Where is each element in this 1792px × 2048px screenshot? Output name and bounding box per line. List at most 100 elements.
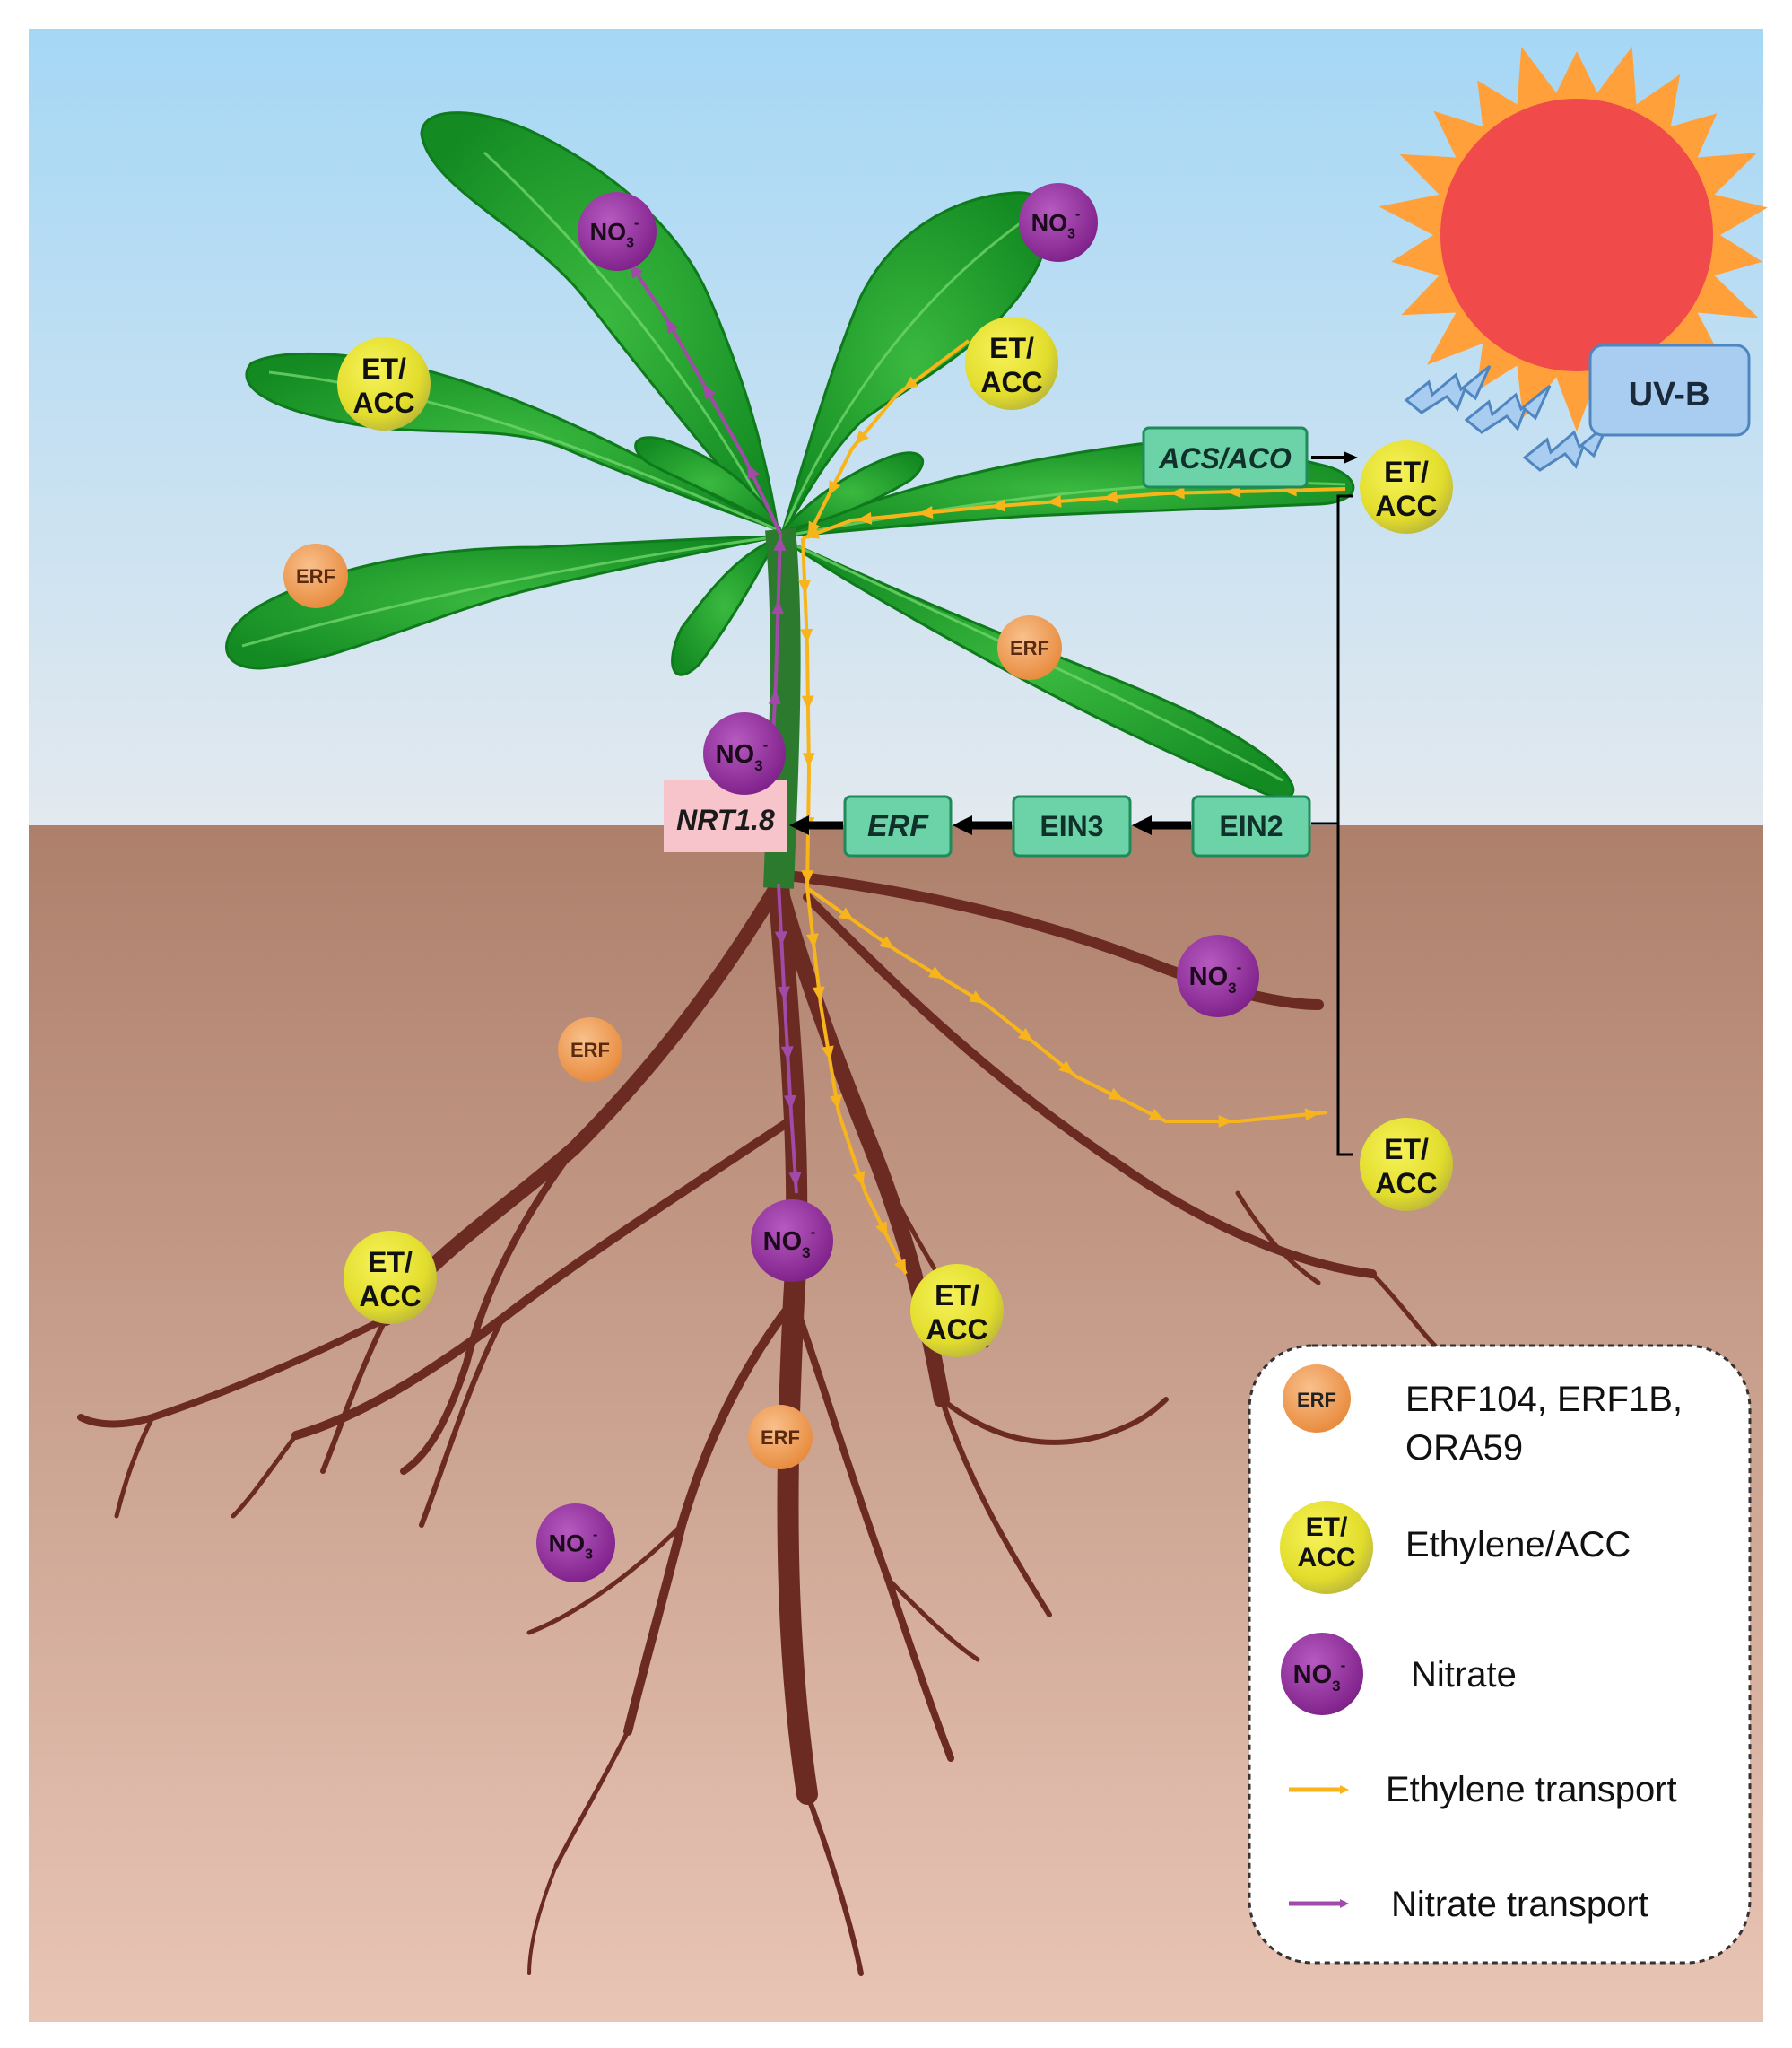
ethylene-stem-head (802, 753, 815, 768)
ethylene-root-lateral-head (928, 966, 944, 980)
ethylene-root-main-line (805, 887, 908, 1275)
ethylene-root-lateral-head (879, 936, 895, 950)
root-system (77, 869, 1438, 1976)
ethylene-root-lateral-head (838, 907, 855, 921)
et-acc-root-center-line2: ACC (926, 1313, 987, 1346)
root-branch-2 (77, 1315, 389, 1428)
ethylene-root-lateral-head (1218, 1115, 1233, 1128)
legend-erf-swatch-label: ERF (1297, 1389, 1336, 1411)
legend-frame (1248, 1344, 1752, 1965)
ethylene-root-main-head (893, 1259, 907, 1275)
legend-erf-label-1: ERF104, ERF1B, (1405, 1380, 1683, 1419)
erf-leaf-right-label: ERF (1010, 637, 1049, 659)
ein2-label: EIN2 (1219, 810, 1283, 842)
ethylene-root-main-head (812, 986, 825, 1002)
ethylene-leaf-top-head (855, 430, 869, 446)
nitrate-leaf-line (626, 258, 782, 535)
legend-nitrate-transport-label: Nitrate transport (1391, 1885, 1648, 1924)
erf-leaf-left: ERF (283, 544, 348, 608)
ethylene-leaf-top-head (828, 480, 841, 496)
erf-root-upper-left-label: ERF (570, 1039, 610, 1061)
nitrate-root-head (777, 986, 790, 1001)
et-acc-root-left-line1: ET/ (368, 1246, 413, 1278)
nitrate-stem-head (771, 599, 785, 614)
ethylene-root-lateral-head (1108, 1087, 1124, 1101)
ethylene-stem-head (800, 628, 813, 644)
leaf-inner-top (634, 436, 782, 531)
legend-et-label: Ethylene/ACC (1405, 1525, 1631, 1564)
ethylene-root-lateral-head (1058, 1060, 1074, 1075)
ethylene-leaf-right-head (1047, 494, 1062, 508)
ethylene-root-lateral-head (1148, 1108, 1165, 1121)
legend-nitrate-label: Nitrate (1411, 1655, 1517, 1695)
et-acc-root-right-line1: ET/ (1384, 1133, 1429, 1165)
ethylene-root-main-head (829, 1094, 842, 1110)
nitrate-root-main: NO3- (751, 1199, 833, 1282)
ethylene-root-lateral-head (969, 990, 985, 1004)
nitrate-root-head (788, 1172, 802, 1187)
ethylene-leaf-right-head (1170, 486, 1185, 500)
legend-nitrate-icon: NO3- (1281, 1633, 1363, 1715)
ethylene-stem-head (801, 695, 814, 710)
et-acc-root-center-line1: ET/ (935, 1279, 979, 1312)
erf-box: ERF (843, 795, 953, 858)
uvb-label: UV-B (1629, 376, 1710, 414)
root-branch-1 (400, 1145, 578, 1475)
leaf-inner-right (778, 451, 925, 534)
legend: ERF ERF104, ERF1B, ORA59 ET/ ACC Ethylen… (1248, 1344, 1752, 1965)
nitrate-root-head (783, 1094, 796, 1111)
signaling-arrows (789, 451, 1358, 835)
legend-erf-label-2: ORA59 (1405, 1428, 1523, 1468)
et-acc-root-center: ET/ACC (910, 1264, 1004, 1357)
nitrate-leaf-head (747, 463, 760, 480)
nitrate-root-head (780, 1046, 794, 1061)
legend-et-swatch-line1: ET/ (1306, 1512, 1348, 1542)
ethylene-stem-head (801, 870, 814, 885)
legend-ethylene-transport-label: Ethylene transport (1386, 1770, 1677, 1809)
et-acc-leaf-left-line2: ACC (352, 387, 414, 419)
ethylene-root-lateral-head (1304, 1108, 1320, 1121)
root-branch-14 (1235, 1190, 1321, 1285)
root-left-mid (291, 1117, 794, 1440)
et-acc-root-left-line2: ACC (359, 1280, 421, 1312)
leaf-top-left (420, 111, 781, 538)
ethylene-leaf-top-head (902, 376, 918, 390)
ethylene-leaf-right-head (918, 506, 934, 519)
et-acc-leaf-right: ET/ACC (1360, 440, 1453, 534)
nitrate-root-head (774, 931, 787, 946)
nitrate-stem: NO3- (703, 712, 786, 795)
nitrate-root-left: NO3- (536, 1503, 615, 1582)
nitrate-leaf-head (665, 318, 679, 335)
leaf-inner-left (671, 535, 780, 676)
erf-root-upper-left: ERF (558, 1017, 622, 1082)
ethylene-root-main-head (874, 1221, 888, 1237)
sun-icon (1379, 46, 1768, 432)
ethylene-leaf-right-head (857, 511, 873, 525)
nitrate-stem-head (768, 689, 781, 705)
ethylene-leaf-right-line (802, 487, 1346, 540)
molecule-badges: NO3-NO3-NO3-NO3-NO3-NO3-ET/ACCET/ACCET/A… (283, 183, 1453, 1582)
ethylene-leaf-right-head (1102, 491, 1118, 504)
nrt1-8-box: NRT1.8 (664, 780, 787, 852)
root-branch-18 (527, 1864, 558, 1975)
et-acc-root-right-line2: ACC (1375, 1167, 1437, 1199)
et-acc-root-right: ET/ACC (1360, 1118, 1453, 1211)
ethylene-root-main-head (821, 1045, 834, 1061)
ethylene-leaf-top-head (807, 520, 821, 537)
et-acc-leaf-right-line1: ET/ (1384, 456, 1429, 488)
et-acc-root-left: ET/ACC (344, 1231, 437, 1324)
nitrate-leaf-head (703, 384, 717, 400)
erf-box-label: ERF (867, 809, 929, 843)
root-branch-7 (939, 1397, 1169, 1445)
erf-root-lower-label: ERF (761, 1426, 800, 1449)
acs-aco-label: ACS/ACO (1158, 442, 1292, 475)
root-right-upper (775, 869, 1324, 1010)
root-branch-8 (939, 1397, 1052, 1617)
et-acc-leaf-right-line2: ACC (1375, 490, 1437, 522)
erf-leaf-right: ERF (997, 615, 1062, 680)
nitrate-leaf-top-right: NO3- (1019, 183, 1098, 262)
ethylene-transport-arrows (797, 339, 1346, 1275)
ein3-box: EIN3 (1012, 795, 1132, 858)
root-left-main (378, 876, 786, 1326)
